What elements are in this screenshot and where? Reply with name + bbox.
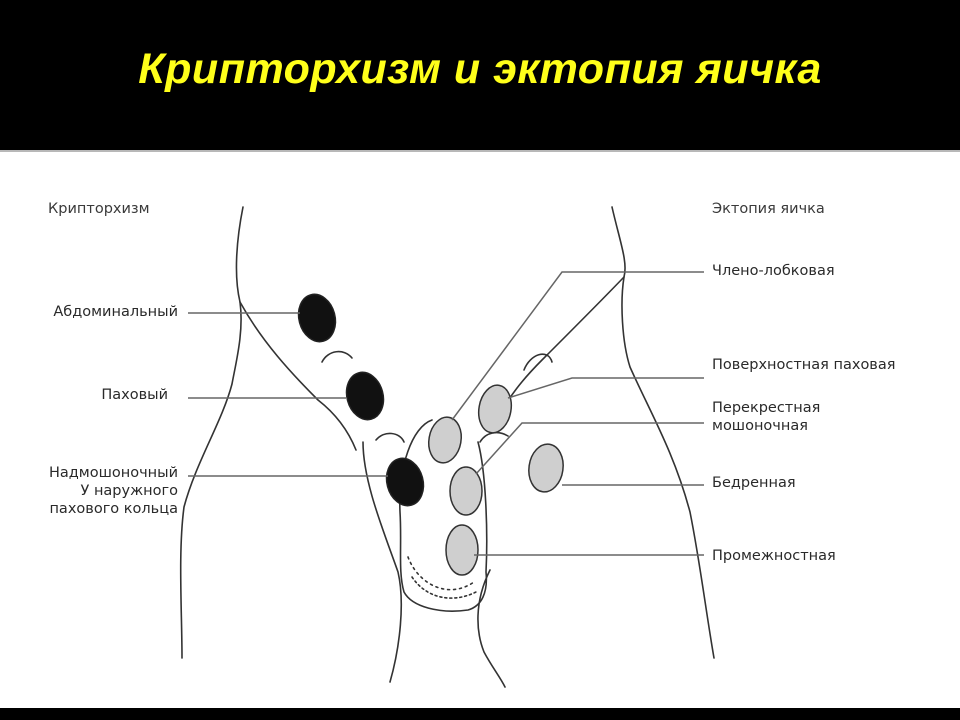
canal-arc bbox=[479, 431, 509, 443]
right-thigh-outline bbox=[477, 569, 506, 688]
title-divider bbox=[0, 150, 960, 152]
label-perineal: Промежностная bbox=[712, 548, 836, 564]
perineal-testis bbox=[445, 524, 479, 576]
label-penopubic: Члено-лобковая bbox=[712, 263, 835, 279]
label-crossed-scrotal: Перекрестная мошоночная bbox=[712, 399, 820, 435]
diagram-panel: Крипторхизм Абдоминальный Паховый Надмош… bbox=[0, 152, 960, 708]
slide-title: Крипторхизм и эктопия яичка bbox=[138, 44, 822, 93]
right-inguinal-line bbox=[495, 276, 625, 423]
superficial-inguinal-testis bbox=[477, 384, 513, 434]
label-crossed-scrotal-line1: Перекрестная bbox=[712, 400, 821, 416]
femoral-testis bbox=[528, 443, 564, 493]
label-crossed-scrotal-line2: мошоночная bbox=[712, 418, 808, 435]
label-inguinal: Паховый bbox=[101, 387, 168, 403]
label-suprascrotal-line1: Надмошоночный bbox=[48, 465, 178, 481]
canal-arc bbox=[523, 353, 553, 371]
label-superficial-inguinal: Поверхностная паховая bbox=[712, 357, 896, 373]
inguinal-testis bbox=[345, 371, 385, 421]
left-thigh-outline bbox=[362, 441, 403, 683]
label-suprascrotal-line3: пахового кольца bbox=[49, 501, 178, 518]
bottom-band bbox=[0, 708, 960, 720]
label-suprascrotal: Надмошоночный У наружного пахового кольц… bbox=[49, 464, 178, 518]
left-torso-outline bbox=[179, 206, 244, 659]
leader-line-penopubic bbox=[451, 271, 704, 421]
crossed-scrotal-testis bbox=[449, 466, 483, 516]
penopubic-testis bbox=[427, 416, 463, 464]
label-femoral: Бедренная bbox=[712, 475, 796, 491]
ectopia-heading: Эктопия яичка bbox=[712, 201, 825, 217]
abdominal-testis bbox=[297, 293, 337, 343]
label-abdominal: Абдоминальный bbox=[53, 304, 178, 320]
right-torso-outline bbox=[611, 206, 715, 659]
scrotum-texture bbox=[407, 556, 475, 591]
slide-header: Крипторхизм и эктопия яичка bbox=[0, 0, 960, 150]
anatomy-diagram bbox=[179, 206, 715, 688]
label-suprascrotal-line2: У наружного bbox=[80, 483, 179, 500]
suprascrotal-testis bbox=[385, 457, 425, 507]
left-inguinal-line bbox=[239, 301, 357, 451]
leader-line-crossed-scrotal bbox=[475, 422, 704, 475]
cryptorchidism-heading: Крипторхизм bbox=[48, 201, 150, 217]
canal-arc bbox=[375, 432, 405, 443]
scrotum-texture bbox=[411, 576, 477, 599]
canal-arc bbox=[321, 350, 353, 363]
leader-line-superficial-inguinal bbox=[507, 377, 704, 399]
